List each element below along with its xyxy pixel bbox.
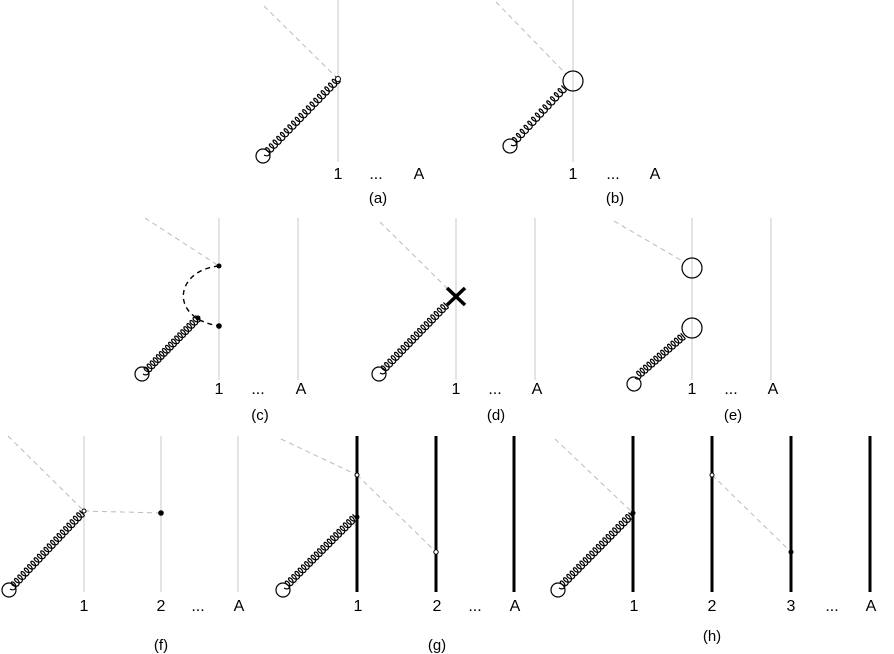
label-nucleon-A: A: [296, 381, 307, 398]
caption-h: (h): [703, 628, 721, 645]
exchange-line: [83, 510, 162, 514]
caption-c: (c): [251, 407, 269, 424]
gluon-source-blob: [626, 376, 642, 392]
vertex-dot-gluon: [195, 315, 201, 321]
label-nucleon-2: 2: [708, 598, 717, 615]
label-nucleon-3: 3: [787, 598, 796, 615]
label-nucleon-1: 1: [630, 598, 639, 615]
gluon-coil: [283, 514, 358, 590]
gluon-source-blob: [550, 582, 566, 598]
label-ellipsis: ...: [606, 166, 619, 183]
panel-g: 1 2 ... A (g): [275, 436, 521, 654]
label-nucleon-A: A: [510, 598, 521, 615]
label-nucleon-1: 1: [354, 598, 363, 615]
vertex-dot-top: [354, 472, 360, 478]
outgoing-quark-ray-2: [356, 474, 437, 553]
label-nucleon-2: 2: [157, 598, 166, 615]
vertex-dot: [335, 76, 341, 82]
gluon-source-blob: [1, 582, 17, 598]
gluon-coil: [379, 302, 449, 375]
gluon-source-blob: [371, 366, 387, 382]
label-nucleon-2: 2: [433, 598, 442, 615]
outgoing-quark-ray-2: [711, 474, 792, 553]
vertex-dot-top: [216, 263, 222, 269]
label-ellipsis: ...: [825, 598, 838, 615]
vertex-dot-2: [433, 549, 439, 555]
label-nucleon-A: A: [650, 166, 661, 183]
panel-h: 1 2 3 ... A (h): [550, 436, 877, 645]
label-ellipsis: ...: [369, 166, 382, 183]
interaction-blob-top: [681, 257, 703, 279]
label-nucleon-A: A: [532, 381, 543, 398]
label-nucleon-1: 1: [80, 598, 89, 615]
panel-f: 1 2 ... A (f): [1, 435, 245, 654]
label-nucleon-1: 1: [334, 166, 343, 183]
outgoing-quark-ray-1: [554, 438, 634, 514]
label-nucleon-A: A: [768, 381, 779, 398]
gluon-source-blob: [275, 582, 291, 598]
label-ellipsis: ...: [468, 598, 481, 615]
caption-d: (d): [487, 407, 505, 424]
vertex-dot-2: [709, 472, 715, 478]
gluon-coil: [510, 85, 567, 147]
panel-d: 1 ... A (d): [371, 218, 543, 424]
caption-a: (a): [369, 190, 387, 207]
label-nucleon-1: 1: [569, 166, 578, 183]
outgoing-quark-ray: [495, 1, 567, 75]
interaction-blob-bottom: [681, 317, 703, 339]
gluon-coil: [558, 512, 634, 590]
vertex-dot-gluon: [354, 514, 360, 520]
label-nucleon-A: A: [866, 598, 877, 615]
label-ellipsis: ...: [251, 381, 264, 398]
vertex-dot-2: [158, 510, 164, 516]
label-ellipsis: ...: [724, 381, 737, 398]
caption-f: (f): [154, 637, 168, 654]
exchange-arc: [182, 265, 220, 327]
label-nucleon-1: 1: [688, 381, 697, 398]
gluon-coil: [9, 510, 85, 591]
cross-vertex-icon: [445, 286, 467, 307]
vertex-dot-1: [630, 510, 636, 516]
vertex-dot-1: [81, 508, 87, 514]
outgoing-quark-ray-1: [280, 438, 358, 476]
gluon-source-blob: [134, 366, 150, 382]
outgoing-quark-ray: [144, 217, 220, 267]
panel-b: 1 ... A (b): [495, 0, 661, 207]
outgoing-quark-ray: [613, 220, 685, 263]
caption-e: (e): [724, 407, 742, 424]
panel-c: 1 ... A (c): [134, 217, 307, 424]
label-nucleon-A: A: [234, 598, 245, 615]
outgoing-quark-ray: [7, 435, 85, 512]
gluon-coil: [634, 332, 686, 380]
label-nucleon-1: 1: [452, 381, 461, 398]
panel-e: 1 ... A (e): [613, 218, 779, 424]
label-nucleon-A: A: [414, 166, 425, 183]
gluon-coil: [142, 315, 202, 376]
gluon-source-blob: [255, 148, 271, 164]
interaction-blob: [562, 70, 584, 92]
caption-g: (g): [428, 637, 446, 654]
gluon-coil: [263, 76, 341, 157]
caption-b: (b): [606, 190, 624, 207]
label-ellipsis: ...: [191, 598, 204, 615]
panel-a: 1 ... A (a): [255, 0, 425, 207]
vertex-dot-3: [788, 549, 794, 555]
gluon-source-blob: [502, 138, 518, 154]
outgoing-quark-ray: [263, 5, 339, 80]
outgoing-quark-ray: [379, 221, 457, 298]
vertex-dot-bottom: [216, 323, 222, 329]
label-nucleon-1: 1: [215, 381, 224, 398]
label-ellipsis: ...: [488, 381, 501, 398]
